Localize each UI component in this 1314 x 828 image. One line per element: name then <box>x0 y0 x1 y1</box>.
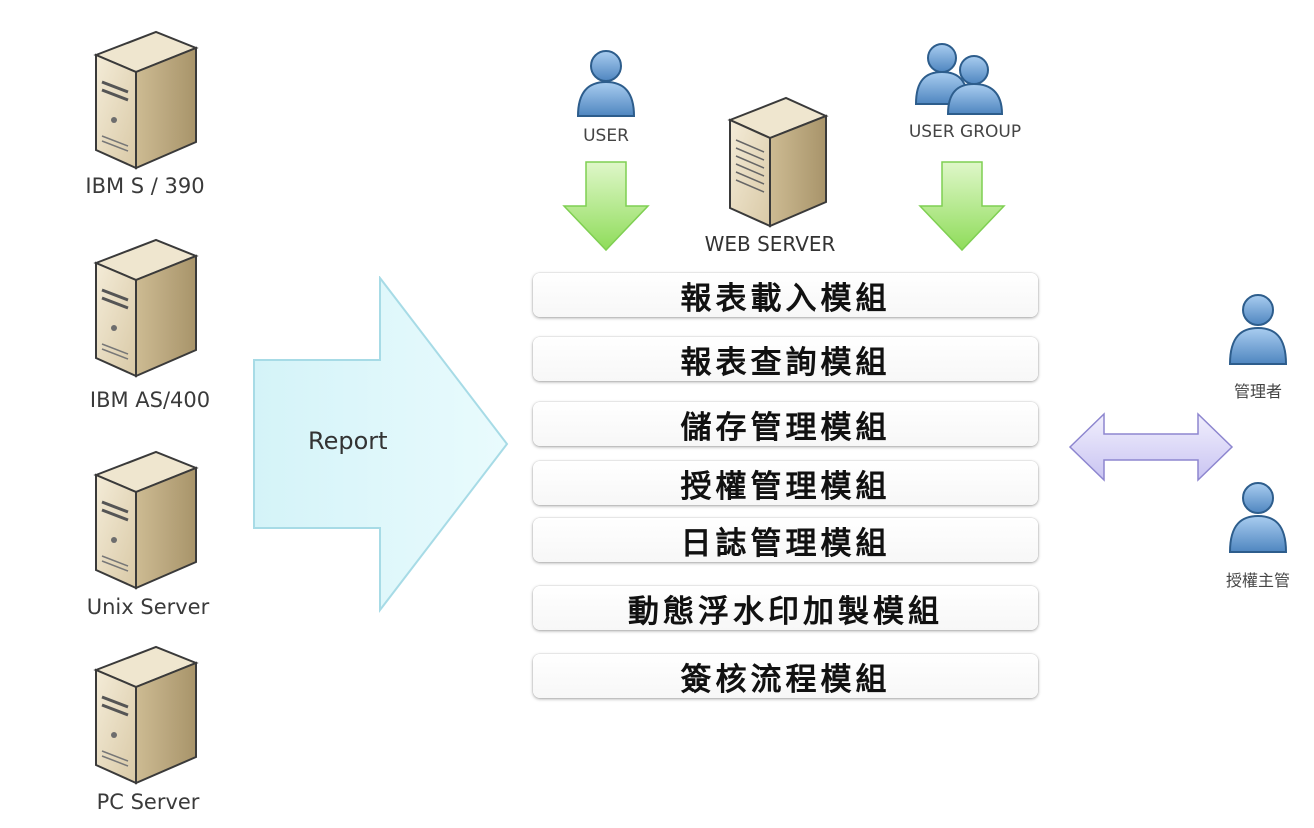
module-bar: 日誌管理模組 <box>533 518 1038 562</box>
user-icon <box>576 50 636 117</box>
bidirectional-arrow <box>1068 412 1234 482</box>
module-label: 動態浮水印加製模組 <box>628 593 943 630</box>
module-bar: 動態浮水印加製模組 <box>533 586 1038 630</box>
module-label: 報表載入模組 <box>680 280 891 317</box>
module-bar: 儲存管理模組 <box>533 402 1038 446</box>
user-group-icon <box>914 43 1004 115</box>
module-bar: 授權管理模組 <box>533 461 1038 505</box>
tower-server-icon <box>93 645 199 785</box>
web-server-label: WEB SERVER <box>704 232 836 256</box>
tower-server-icon <box>93 30 199 170</box>
user-group-down-arrow <box>918 161 1006 252</box>
supervisor-person-icon <box>1228 482 1288 553</box>
role-label: 授權主管 <box>1225 571 1290 590</box>
source-server-label: IBM AS/400 <box>89 388 211 412</box>
user-label: USER <box>583 126 629 146</box>
module-bar: 報表查詢模組 <box>533 337 1038 381</box>
tower-server-icon <box>93 238 199 378</box>
module-label: 簽核流程模組 <box>680 661 891 698</box>
report-arrow-label: Report <box>308 427 388 455</box>
admin-person-icon <box>1228 294 1288 365</box>
module-bar: 報表載入模組 <box>533 273 1038 317</box>
web-server-icon <box>727 96 829 228</box>
module-label: 儲存管理模組 <box>680 409 891 446</box>
source-server-label: IBM S / 390 <box>85 174 205 198</box>
tower-server-icon <box>93 450 199 590</box>
report-arrow <box>253 276 509 613</box>
module-bar: 簽核流程模組 <box>533 654 1038 698</box>
user-down-arrow <box>562 161 650 252</box>
user-group-label: USER GROUP <box>908 122 1022 142</box>
module-label: 日誌管理模組 <box>680 525 891 562</box>
source-server-label: Unix Server <box>86 595 210 619</box>
module-label: 報表查詢模組 <box>680 344 891 381</box>
module-label: 授權管理模組 <box>680 468 891 505</box>
source-server-label: PC Server <box>96 790 200 814</box>
role-label: 管理者 <box>1233 382 1282 401</box>
